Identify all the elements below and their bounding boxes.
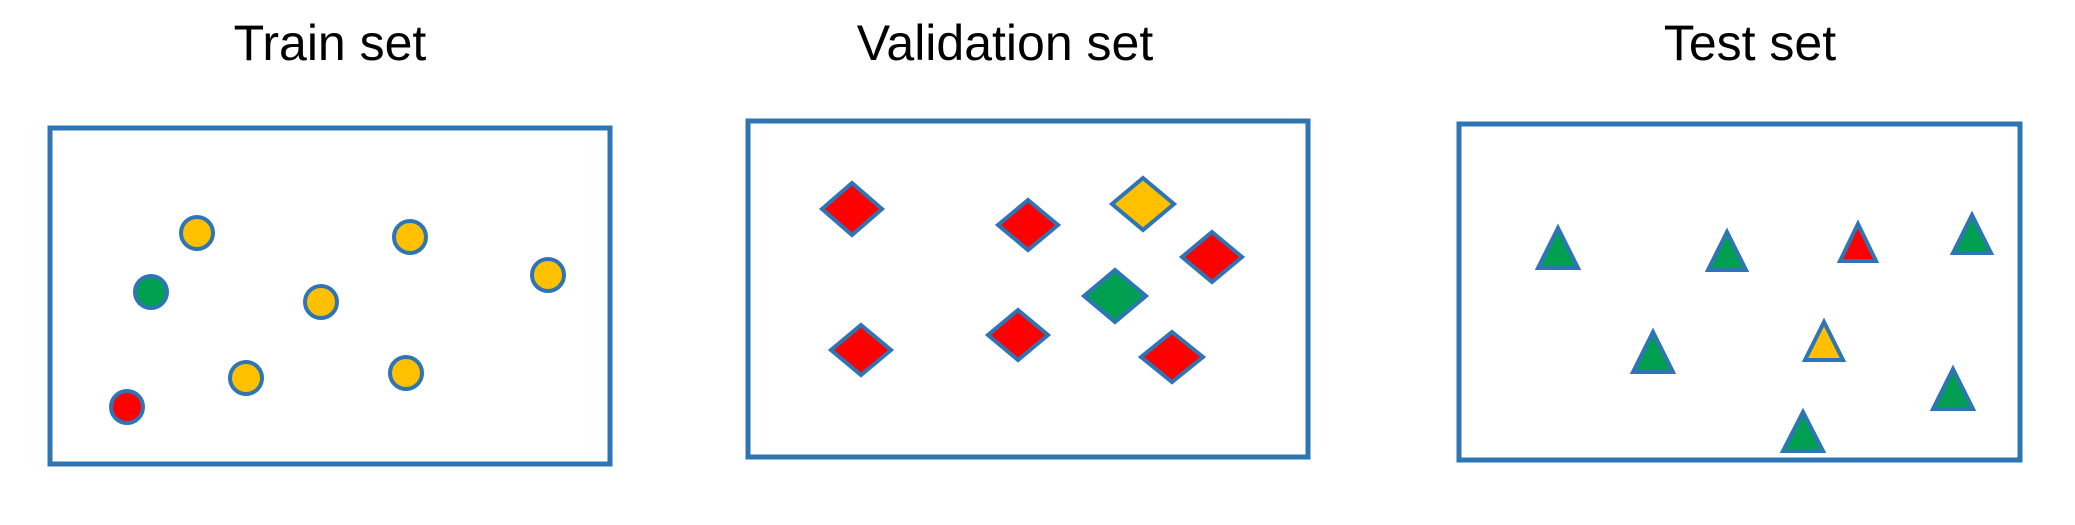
train-set-panel [47, 125, 613, 467]
test-set-panel [1456, 121, 2023, 463]
train-sample-circle [228, 360, 264, 396]
test-sample-triangle [1779, 407, 1827, 453]
test-set-title: Test set [1663, 15, 1837, 71]
train-sample-circle [303, 284, 339, 320]
validation-sample-diamond [994, 197, 1062, 253]
train-set-title: Train set [233, 15, 427, 71]
validation-sample-diamond [1080, 267, 1150, 325]
test-sample-triangle [1836, 219, 1880, 263]
validation-sample-diamond [827, 322, 895, 378]
train-sample-circle [392, 219, 428, 255]
validation-sample-diamond [818, 180, 886, 238]
train-sample-circle [179, 215, 215, 251]
validation-set-title: Validation set [856, 15, 1154, 71]
test-set-samples [1534, 210, 1995, 453]
test-sample-triangle [1801, 317, 1847, 362]
train-set-samples [109, 215, 566, 425]
validation-sample-diamond [1178, 229, 1246, 285]
validation-set-samples [818, 175, 1246, 385]
train-sample-circle [109, 389, 145, 425]
test-sample-triangle [1949, 210, 1995, 255]
validation-set-box [745, 118, 1311, 460]
train-sample-circle [530, 257, 566, 293]
test-sample-triangle [1629, 327, 1677, 374]
test-set-box [1456, 121, 2023, 463]
validation-sample-diamond [1108, 175, 1178, 233]
test-sample-triangle [1534, 223, 1582, 270]
validation-sample-diamond [1137, 329, 1207, 385]
test-sample-triangle [1704, 227, 1750, 272]
train-sample-circle [388, 355, 424, 391]
train-sample-circle [133, 274, 169, 310]
validation-set-panel [745, 118, 1311, 460]
test-sample-triangle [1929, 364, 1977, 411]
validation-sample-diamond [984, 307, 1052, 363]
